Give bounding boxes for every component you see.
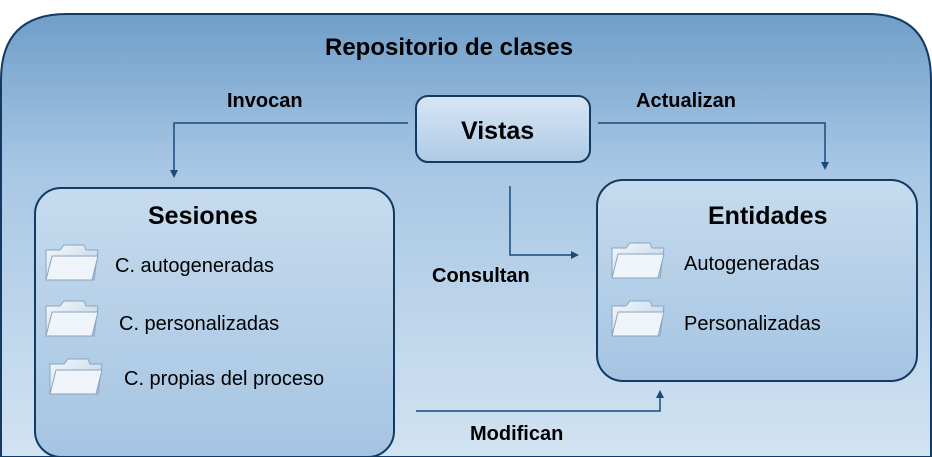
sesiones-box — [34, 187, 395, 457]
actualizan-label: Actualizan — [636, 90, 737, 112]
invocan-label: Invocan — [227, 90, 303, 112]
vistas-label: Vistas — [461, 117, 535, 145]
entidades-title: Entidades — [708, 202, 828, 230]
vistas-node — [415, 95, 591, 163]
consultan-arrow — [509, 186, 579, 259]
folder-icon — [44, 242, 100, 282]
modifican-label: Modifican — [470, 423, 564, 445]
sesiones-item-propias: C. propias del proceso — [124, 368, 325, 390]
modifican-arrow — [416, 390, 664, 412]
entidades-item-autogeneradas: Autogeneradas — [684, 253, 820, 275]
sesiones-item-autogeneradas: C. autogeneradas — [115, 255, 275, 277]
invocan-arrow — [170, 122, 408, 178]
consultan-label: Consultan — [432, 265, 530, 287]
entidades-box — [596, 179, 918, 382]
sesiones-item-personalizadas: C. personalizadas — [119, 313, 280, 335]
folder-icon — [48, 356, 104, 396]
sesiones-title: Sesiones — [148, 202, 258, 230]
actualizan-arrow — [598, 122, 829, 170]
folder-icon — [610, 240, 666, 280]
folder-icon — [610, 298, 666, 338]
diagram-title: Repositorio de clases — [325, 34, 574, 61]
folder-icon — [44, 298, 100, 338]
entidades-item-personalizadas: Personalizadas — [684, 313, 821, 335]
